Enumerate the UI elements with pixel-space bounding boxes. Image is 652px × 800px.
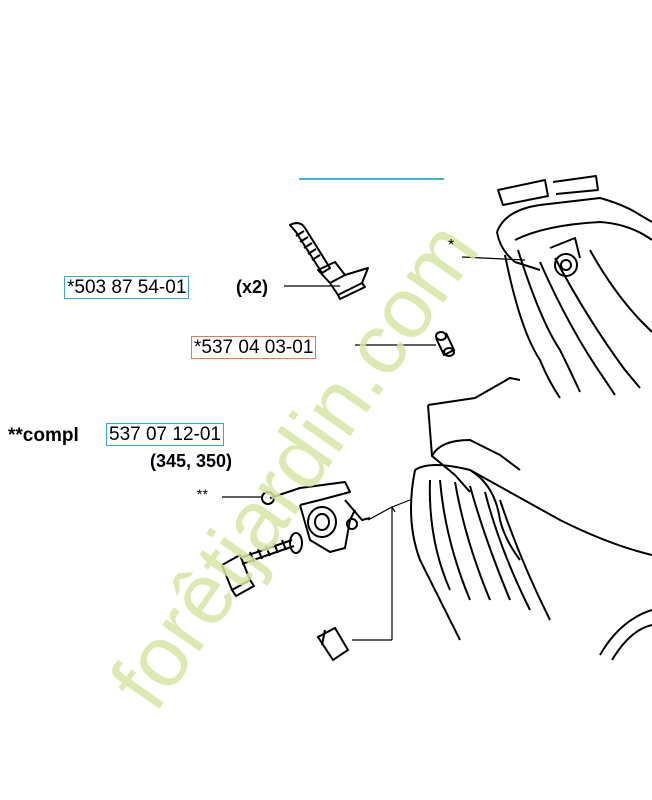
tensioner-prefix: **compl: [8, 425, 79, 446]
bolt-part: [289, 222, 369, 300]
tensioner-models: (345, 350): [150, 451, 233, 471]
leader-lines: [222, 256, 526, 641]
bar-stud-part: [316, 626, 350, 662]
chainsaw-housing: [410, 175, 652, 661]
double-asterisk-marker: **: [197, 486, 208, 502]
tensioner-part: [221, 481, 371, 597]
bolt-part-number: *503 87 54-01: [64, 276, 190, 299]
tensioner-part-number: 537 07 12-01: [106, 423, 224, 446]
nut-part: [435, 331, 456, 357]
nut-part-number: *537 04 03-01: [191, 336, 317, 359]
asterisk-marker: *: [448, 237, 455, 254]
bolt-quantity: (x2): [236, 277, 269, 297]
